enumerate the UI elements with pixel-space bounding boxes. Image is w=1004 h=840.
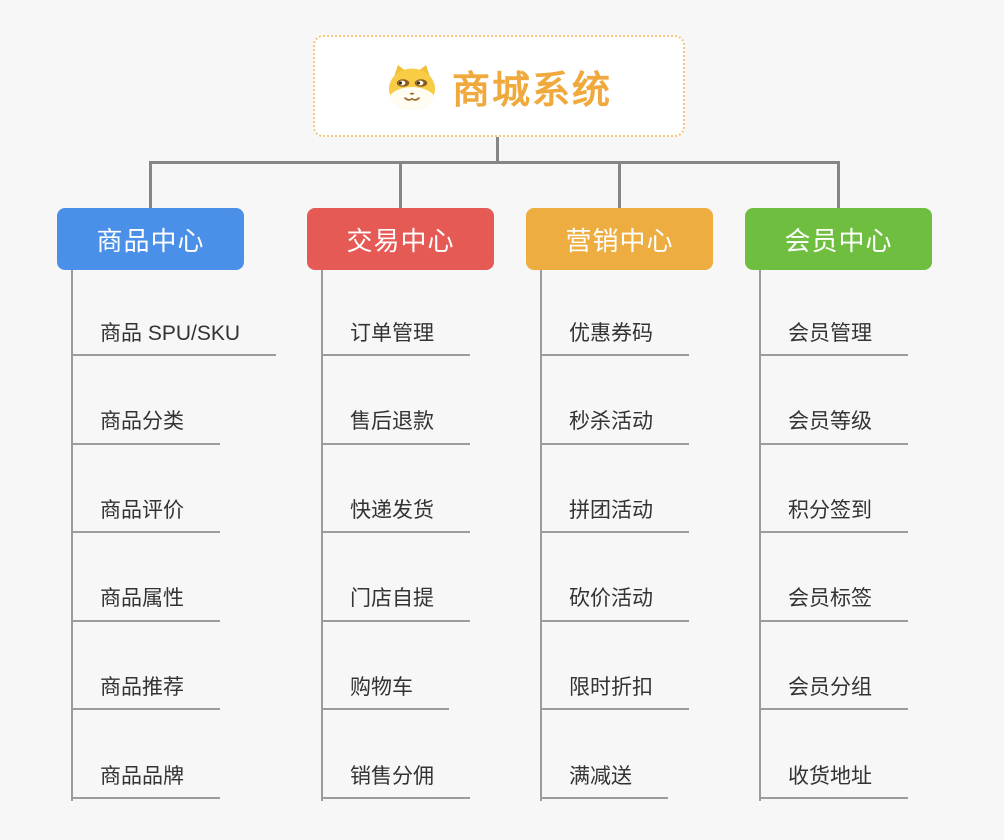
child-topic-label: 会员管理 — [760, 320, 908, 356]
child-topic-label: 限时折扣 — [541, 674, 689, 711]
branch-bus-connector — [149, 161, 840, 164]
children-column-trade: 订单管理 售后退款 快递发货 门店自提 购物车 销售分佣 — [322, 267, 470, 799]
child-topic[interactable]: 满减送 — [541, 710, 689, 799]
child-topic-label: 会员分组 — [760, 674, 908, 711]
child-topic[interactable]: 商品属性 — [72, 533, 276, 622]
child-topic-label: 商品分类 — [72, 408, 220, 445]
child-topic[interactable]: 会员分组 — [760, 622, 908, 711]
root-topic[interactable]: 商城系统 — [313, 35, 685, 137]
child-topic-label: 收货地址 — [760, 763, 908, 799]
child-spine-connector — [71, 270, 73, 801]
child-topic[interactable]: 限时折扣 — [541, 622, 689, 711]
branch-label: 交易中心 — [346, 225, 455, 256]
child-topic-label: 秒杀活动 — [541, 408, 689, 445]
branch-node-marketing-center[interactable]: 营销中心 — [526, 208, 713, 270]
child-topic[interactable]: 门店自提 — [322, 533, 470, 622]
child-spine-connector — [540, 270, 542, 801]
branch-node-product-center[interactable]: 商品中心 — [57, 208, 244, 270]
branch-node-trade-center[interactable]: 交易中心 — [307, 208, 494, 270]
child-topic[interactable]: 拼团活动 — [541, 445, 689, 534]
branch-node-member-center[interactable]: 会员中心 — [745, 208, 932, 270]
child-topic[interactable]: 商品品牌 — [72, 710, 276, 799]
child-topic-label: 订单管理 — [322, 320, 470, 356]
child-topic[interactable]: 快递发货 — [322, 445, 470, 534]
children-column-marketing: 优惠券码 秒杀活动 拼团活动 砍价活动 限时折扣 满减送 — [541, 267, 689, 799]
child-spine-connector — [321, 270, 323, 801]
child-topic-label: 商品属性 — [72, 585, 220, 622]
child-topic-label: 购物车 — [322, 674, 449, 711]
child-topic[interactable]: 砍价活动 — [541, 533, 689, 622]
branch-drop-connector — [837, 161, 840, 209]
child-topic-label: 商品评价 — [72, 497, 220, 534]
child-topic-label: 砍价活动 — [541, 585, 689, 622]
child-topic[interactable]: 订单管理 — [322, 267, 470, 356]
root-stem-connector — [496, 136, 499, 164]
child-topic[interactable]: 秒杀活动 — [541, 356, 689, 445]
child-topic-label: 销售分佣 — [322, 763, 470, 799]
child-topic-label: 快递发货 — [322, 497, 470, 534]
child-topic[interactable]: 销售分佣 — [322, 710, 470, 799]
child-topic-label: 优惠券码 — [541, 320, 689, 356]
child-topic[interactable]: 积分签到 — [760, 445, 908, 534]
child-topic-label: 门店自提 — [322, 585, 470, 622]
branch-drop-connector — [149, 161, 152, 209]
children-column-member: 会员管理 会员等级 积分签到 会员标签 会员分组 收货地址 — [760, 267, 908, 799]
branch-drop-connector — [399, 161, 402, 209]
doge-face-icon — [388, 64, 435, 109]
branch-label: 营销中心 — [565, 225, 674, 256]
child-topic[interactable]: 商品推荐 — [72, 622, 276, 711]
child-topic[interactable]: 售后退款 — [322, 356, 470, 445]
child-topic-label: 商品 SPU/SKU — [72, 320, 277, 356]
child-topic[interactable]: 优惠券码 — [541, 267, 689, 356]
child-topic-label: 商品推荐 — [72, 674, 220, 711]
child-topic-label: 商品品牌 — [72, 763, 220, 799]
child-topic-label: 售后退款 — [322, 408, 470, 445]
child-topic-label: 会员标签 — [760, 585, 908, 622]
child-topic[interactable]: 会员标签 — [760, 533, 908, 622]
root-topic-title: 商城系统 — [451, 69, 612, 112]
branch-label: 会员中心 — [784, 225, 893, 256]
child-topic[interactable]: 购物车 — [322, 622, 470, 711]
child-topic-label: 满减送 — [541, 763, 668, 799]
child-topic-label: 积分签到 — [760, 497, 908, 534]
child-topic[interactable]: 收货地址 — [760, 710, 908, 799]
child-topic[interactable]: 会员管理 — [760, 267, 908, 356]
child-topic[interactable]: 商品分类 — [72, 356, 276, 445]
child-topic[interactable]: 商品评价 — [72, 445, 276, 534]
child-spine-connector — [759, 270, 761, 801]
child-topic[interactable]: 商品 SPU/SKU — [72, 267, 277, 356]
child-topic-label: 会员等级 — [760, 408, 908, 445]
children-column-product: 商品 SPU/SKU 商品分类 商品评价 商品属性 商品推荐 商品品牌 — [72, 267, 277, 799]
child-topic[interactable]: 会员等级 — [760, 356, 908, 445]
branch-label: 商品中心 — [96, 225, 205, 256]
child-topic-label: 拼团活动 — [541, 497, 689, 534]
branch-drop-connector — [618, 161, 621, 209]
